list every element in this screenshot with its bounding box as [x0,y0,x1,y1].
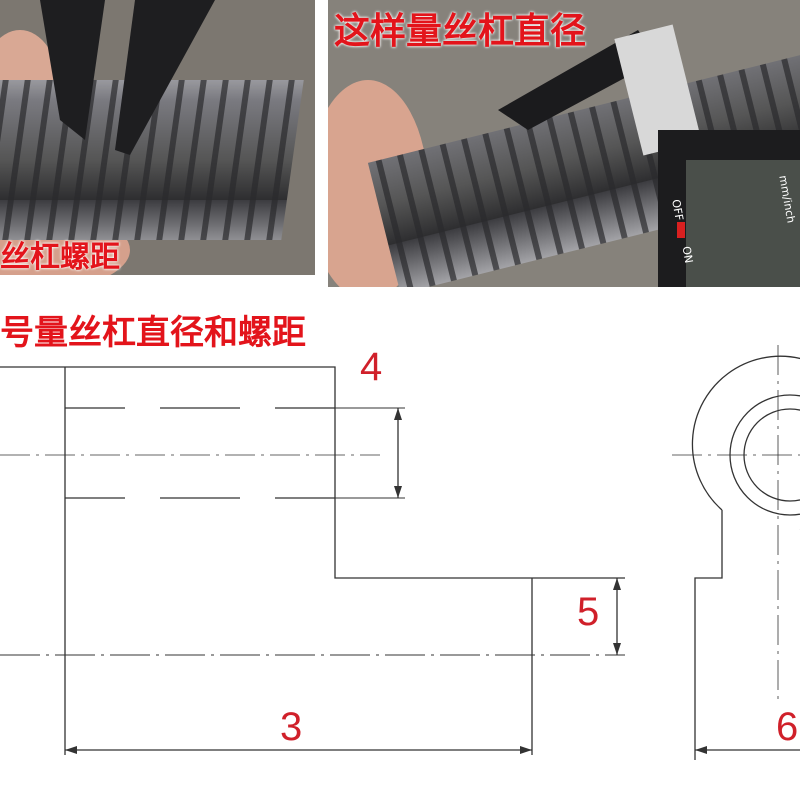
screw-photo-right: OFF ON mm/inch [328,0,800,287]
caliper-on-label: ON [680,245,696,264]
photo-caliper-pitch: 丝杠螺距 [0,0,315,275]
caption-measure-diameter: 这样量丝杠直径 [334,11,587,52]
dimension-label-5: 5 [577,590,600,634]
dimension-label-4: 4 [360,345,383,389]
caliper-off-label: OFF [669,198,686,221]
caption-screw-pitch: 丝杠螺距 [0,240,120,275]
caliper-switch [677,222,685,238]
hole-outer [729,394,800,516]
photo-caliper-diameter: OFF ON mm/inch 这样量丝杠直径 [328,0,800,287]
dimension-label-6: 6 [776,705,799,749]
part-outline [0,366,625,755]
extension-lines-4 [335,407,405,499]
drawing-title: 号量丝杠直径和螺距 [0,313,306,353]
screw-photo-left [0,0,315,275]
dimension-label-3: 3 [280,705,303,749]
right-center-lines [672,345,800,700]
hole-inner [743,408,800,502]
right-view-outline [691,355,800,760]
